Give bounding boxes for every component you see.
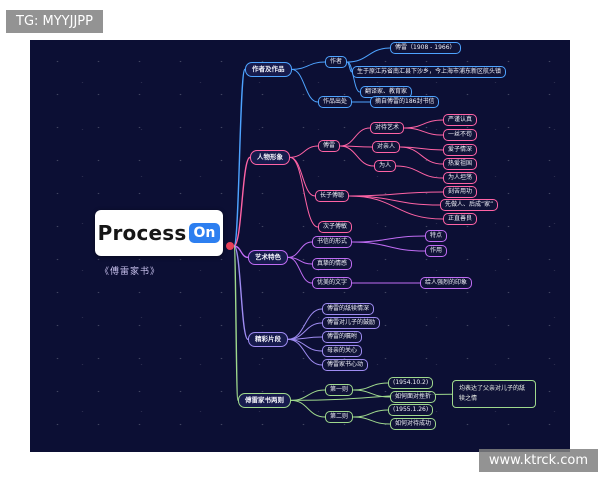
node-mothers-care[interactable]: 母亲的关心 — [322, 345, 363, 358]
note-fatherly-affection[interactable]: 均表达了父亲对儿子的舐犊之情 — [452, 380, 536, 409]
branch-highlights[interactable]: 精彩片段 — [248, 332, 288, 347]
processon-logo: Process On — [95, 210, 223, 256]
node-form-traits[interactable]: 特点 — [425, 230, 448, 243]
watermark-bottom: www.ktrck.com — [478, 449, 598, 472]
processon-logo-text: Process — [97, 221, 187, 245]
node-work-source[interactable]: 作品出处 — [318, 96, 353, 109]
node-facing-setbacks[interactable]: 如何面对挫折 — [390, 391, 437, 404]
node-work-source-detail[interactable]: 摘自傅雷的186封书信 — [370, 96, 440, 109]
node-encouragement[interactable]: 傅雷对儿子的鼓励 — [322, 317, 381, 330]
node-fatherly-love[interactable]: 傅雷的舐犊情深 — [322, 303, 375, 316]
node-beautiful-language[interactable]: 优美的文字 — [312, 277, 353, 290]
processon-logo-badge: On — [188, 223, 221, 243]
node-first-letter-date[interactable]: (1954.10.2) — [388, 377, 434, 390]
node-second-letter-date[interactable]: (1955.1.26) — [388, 404, 434, 417]
node-to-family[interactable]: 对亲人 — [372, 141, 401, 154]
root-topic-title[interactable]: 《傅雷家书》 — [100, 267, 161, 277]
node-author-birthplace[interactable]: 生于原江苏省南汇县下沙乡，今上海市浦东新区航头镇 — [352, 66, 507, 79]
node-author[interactable]: 作者 — [325, 56, 348, 69]
node-fumin[interactable]: 次子傅敏 — [318, 221, 353, 234]
node-letters-touching[interactable]: 傅雷家书心动 — [322, 359, 369, 372]
node-be-person-first[interactable]: 先做人、后成“家” — [440, 199, 499, 212]
node-patriotic[interactable]: 热爱祖国 — [443, 158, 478, 171]
root-node-hub[interactable] — [226, 242, 234, 250]
watermark-top: TG: MYYJJPP — [6, 10, 103, 33]
node-first-letter[interactable]: 第一则 — [325, 384, 354, 397]
node-facing-success[interactable]: 如何对待成功 — [390, 418, 437, 431]
node-second-letter[interactable]: 第二则 — [325, 411, 354, 424]
node-honest-kind[interactable]: 正直善良 — [443, 213, 478, 226]
node-letter-form[interactable]: 书信的形式 — [312, 236, 353, 249]
mindmap-canvas[interactable]: Process On 《傅雷家书》 作者及作品 作者 傅雷（1908 - 196… — [30, 40, 570, 452]
node-deep-love-for-son[interactable]: 爱子情深 — [443, 144, 478, 157]
branch-two-letters[interactable]: 傅雷家书两则 — [238, 393, 291, 408]
node-conduct[interactable]: 为人 — [374, 160, 397, 173]
node-rigorous[interactable]: 严谨认真 — [443, 114, 478, 127]
node-fulei[interactable]: 傅雷 — [318, 140, 341, 153]
node-hardworking[interactable]: 刻苦用功 — [443, 186, 478, 199]
node-author-years[interactable]: 傅雷（1908 - 1966） — [390, 42, 461, 55]
node-form-function[interactable]: 作用 — [425, 245, 448, 258]
node-fucong[interactable]: 长子傅聪 — [315, 190, 350, 203]
branch-artistic-features[interactable]: 艺术特色 — [248, 250, 288, 265]
node-meticulous[interactable]: 一丝不苟 — [443, 129, 478, 142]
node-sincere-emotion[interactable]: 真挚的情感 — [312, 258, 353, 271]
branch-author-works[interactable]: 作者及作品 — [245, 62, 292, 77]
node-exhortation[interactable]: 傅雷的嘱咐 — [322, 331, 363, 344]
node-upright-conduct[interactable]: 为人坦荡 — [443, 172, 478, 185]
branch-characters[interactable]: 人物形象 — [250, 150, 290, 165]
node-strong-impression[interactable]: 给人强烈的印象 — [420, 277, 473, 290]
node-attitude-to-art[interactable]: 对待艺术 — [370, 122, 405, 135]
